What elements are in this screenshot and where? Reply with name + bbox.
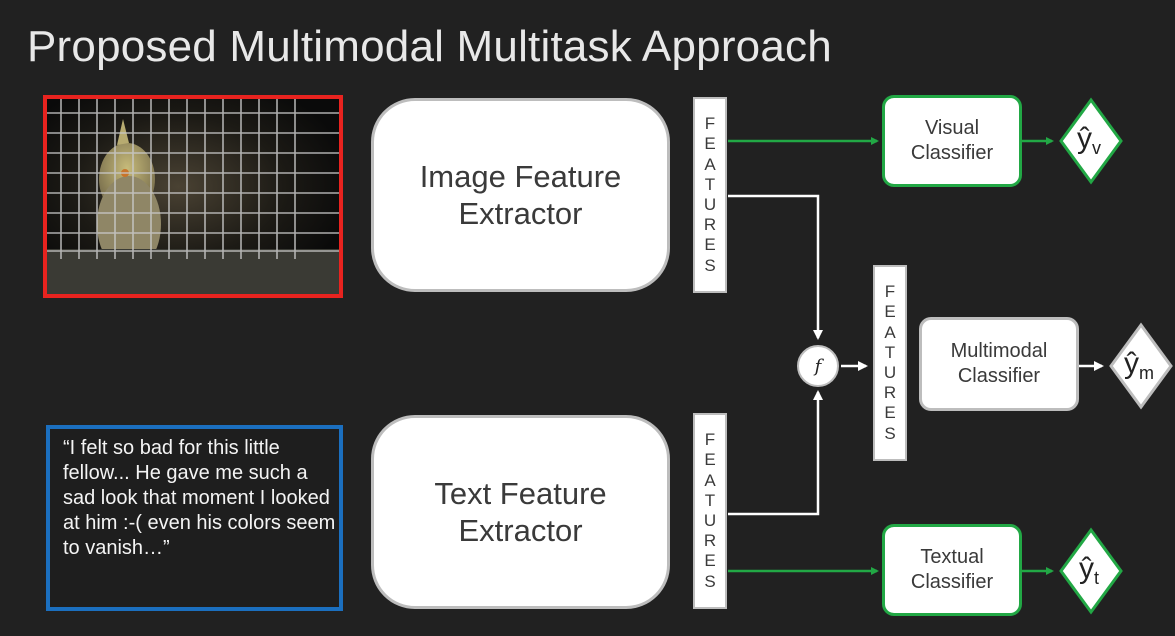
text-feature-extractor: Text Feature Extractor (371, 415, 670, 609)
visual-output-diamond (1059, 97, 1123, 185)
feature-letter: A (704, 470, 716, 490)
textual-output-label: ŷt (1078, 552, 1099, 588)
feature-letter: R (703, 531, 717, 551)
feature-letter: A (704, 154, 716, 174)
image-feature-extractor: Image Feature Extractor (371, 98, 670, 292)
feature-letter: E (704, 551, 716, 571)
feature-letter: E (884, 302, 896, 322)
image-features-column: F E A T U R E S (693, 97, 727, 293)
feature-letter: T (884, 342, 896, 362)
multimodal-output-diamond (1109, 322, 1173, 410)
feature-letter: R (883, 383, 897, 403)
multimodal-classifier: Multimodal Classifier (919, 317, 1079, 411)
arrow-text-to-fusion (728, 390, 823, 516)
multimodal-output-label: ŷm (1124, 347, 1154, 383)
feature-letter: E (884, 403, 896, 423)
feature-letter: E (704, 235, 716, 255)
feature-letter: F (884, 282, 896, 302)
cockatiel-image (47, 99, 339, 294)
feature-letter: E (704, 134, 716, 154)
feature-letter: F (704, 430, 716, 450)
feature-letter: A (884, 322, 896, 342)
feature-letter: F (704, 114, 716, 134)
feature-letter: U (703, 195, 717, 214)
feature-letter: R (703, 215, 717, 235)
image-input-frame (43, 95, 343, 298)
input-quote: “I felt so bad for this little fellow...… (63, 437, 336, 559)
feature-letter: T (704, 174, 716, 194)
visual-output-label: ŷv (1077, 122, 1101, 158)
feature-letter: S (884, 423, 896, 443)
arrow-image-to-fusion (728, 194, 823, 340)
fused-features-column: F E A T U R E S (873, 265, 907, 461)
visual-classifier: Visual Classifier (882, 95, 1022, 187)
fusion-function-node: f (797, 345, 839, 387)
slide-title: Proposed Multimodal Multitask Approach (27, 22, 832, 71)
feature-letter: U (883, 363, 897, 382)
feature-letter: E (704, 450, 716, 470)
text-input-frame: “I felt so bad for this little fellow...… (46, 425, 343, 611)
text-features-column: F E A T U R E S (693, 413, 727, 609)
textual-classifier: Textual Classifier (882, 524, 1022, 616)
feature-letter: U (703, 511, 717, 530)
textual-output-diamond (1059, 527, 1123, 615)
feature-letter: S (704, 255, 716, 275)
feature-letter: T (704, 490, 716, 510)
feature-letter: S (704, 571, 716, 591)
